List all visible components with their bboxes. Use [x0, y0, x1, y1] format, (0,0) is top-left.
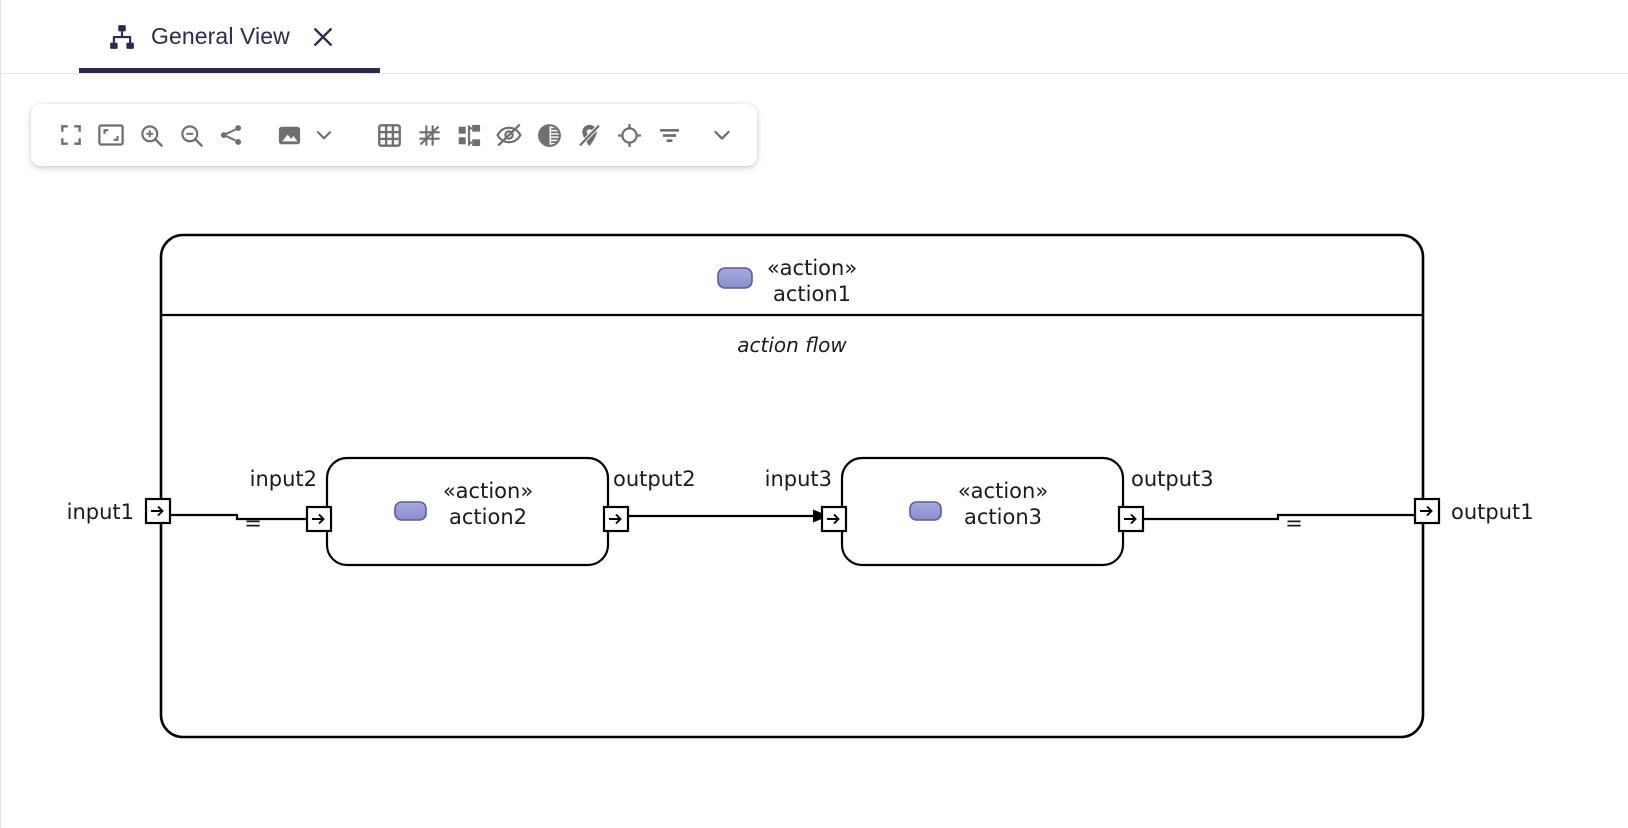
sysml-activity-diagram: «action» action1 action flow = = [67, 233, 1534, 739]
grid-button[interactable] [369, 115, 409, 155]
connector-label: = [1285, 511, 1303, 535]
hide-labels-button[interactable] [569, 115, 609, 155]
chevron-down-icon [316, 131, 332, 140]
port-label: input3 [765, 467, 832, 491]
filter-icon [659, 128, 679, 142]
frame-action1[interactable]: «action» action1 action flow [159, 233, 1425, 739]
fullscreen-button[interactable] [51, 115, 91, 155]
fit-to-screen-button[interactable] [91, 115, 131, 155]
connector-line [170, 513, 307, 521]
tab-active-indicator [79, 68, 380, 73]
port-arrow-icon [609, 513, 622, 525]
snap-off-icon [418, 124, 440, 146]
port-box [1117, 505, 1145, 533]
export-image-button[interactable] [269, 115, 309, 155]
port-output3[interactable]: output3 [1117, 467, 1214, 533]
port-label: output2 [613, 467, 696, 491]
image-icon [278, 126, 300, 144]
frame-compartment-label: action flow [737, 333, 847, 357]
zoom-in-button[interactable] [131, 115, 171, 155]
close-icon[interactable] [310, 24, 336, 50]
zoom-in-icon [140, 124, 163, 147]
tab-bar: General View [1, 0, 1628, 74]
action-icon [394, 501, 427, 521]
port-label: output1 [1451, 500, 1534, 524]
port-arrow-icon [151, 505, 164, 517]
action-icon [909, 501, 942, 521]
port-input1[interactable]: input1 [67, 497, 172, 525]
filter-button[interactable] [649, 115, 689, 155]
diagram-toolbar [31, 104, 757, 166]
port-input2[interactable]: input2 [250, 467, 333, 533]
contrast-button[interactable] [529, 115, 569, 155]
grid-icon [377, 123, 401, 147]
share-button[interactable] [211, 115, 251, 155]
port-label: input1 [67, 500, 134, 524]
snap-to-grid-button[interactable] [409, 115, 449, 155]
frame-name: action1 [773, 282, 851, 306]
port-box [602, 505, 630, 533]
port-arrow-icon [312, 513, 325, 525]
node-action3[interactable]: «action» action3 input3 output3 [765, 456, 1214, 567]
chevron-down-icon [714, 130, 730, 140]
hierarchy-layout-icon [458, 124, 480, 146]
port-arrow-icon [1420, 505, 1433, 517]
node-stereotype: «action» [958, 479, 1048, 503]
more-button[interactable] [707, 115, 737, 155]
hide-elements-button[interactable] [489, 115, 529, 155]
fullscreen-icon [61, 125, 81, 145]
port-arrow-icon [1124, 513, 1137, 525]
layout-button[interactable] [449, 115, 489, 155]
frame-border [159, 233, 1425, 739]
node-action2[interactable]: «action» action2 input2 output2 [250, 456, 696, 567]
connector-label: = [244, 511, 262, 535]
export-menu-button[interactable] [309, 115, 339, 155]
node-stereotype: «action» [443, 479, 533, 503]
port-input3[interactable]: input3 [765, 467, 848, 533]
zoom-out-button[interactable] [171, 115, 211, 155]
port-arrow-icon [827, 513, 840, 525]
action-icon [717, 267, 753, 289]
frame-stereotype: «action» [767, 256, 857, 280]
fit-screen-icon [98, 124, 124, 146]
port-box [144, 497, 172, 525]
port-label: input2 [250, 467, 317, 491]
port-output1[interactable]: output1 [1413, 497, 1534, 525]
location-off-icon [578, 123, 600, 147]
tab-general-view[interactable]: General View [79, 0, 380, 73]
connector-line [1142, 513, 1415, 521]
target-icon [617, 123, 641, 147]
connector-binding-input[interactable]: = [170, 511, 307, 535]
port-output2[interactable]: output2 [602, 467, 696, 533]
hierarchy-icon [110, 24, 134, 49]
center-button[interactable] [609, 115, 649, 155]
connector-binding-output[interactable]: = [1142, 511, 1415, 535]
contrast-icon [537, 123, 561, 147]
port-label: output3 [1131, 467, 1214, 491]
node-name: action2 [449, 505, 527, 529]
share-icon [220, 125, 242, 145]
eye-off-icon [496, 124, 522, 146]
node-name: action3 [964, 505, 1042, 529]
tab-label: General View [151, 23, 290, 49]
diagram-canvas[interactable]: «action» action1 action flow = = [1, 175, 1628, 828]
zoom-out-icon [180, 124, 203, 147]
